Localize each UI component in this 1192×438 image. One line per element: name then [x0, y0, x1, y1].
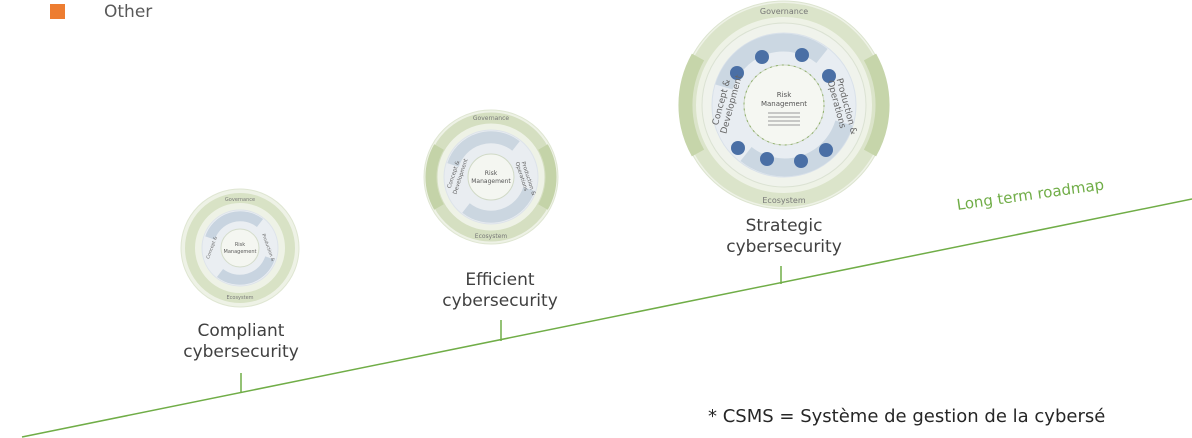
wheel-compliant-bottom: Ecosystem — [226, 295, 253, 301]
maturity-wheel-compliant: Risk Management Governance Ecosystem Con… — [180, 188, 300, 308]
wheel-compliant-center-2: Management — [224, 249, 257, 255]
wheel-strategic-top: Governance — [760, 7, 808, 16]
wheel-compliant-center-1: Risk — [235, 242, 245, 248]
roadmap-line — [21, 198, 1192, 438]
wheel-strategic-center-1: Risk — [777, 91, 792, 99]
wheel-efficient-top: Governance — [473, 115, 510, 122]
wheel-efficient-center-1: Risk — [485, 170, 498, 177]
process-icon-8 — [819, 143, 833, 157]
process-icon-6 — [760, 152, 774, 166]
process-icon-4 — [730, 66, 744, 80]
caption-compliant-line1: Compliant — [197, 321, 285, 341]
wheel-strategic-center-2: Management — [761, 100, 807, 108]
caption-efficient-line2: cybersecurity — [442, 291, 558, 311]
legend-swatch — [50, 4, 65, 19]
footnote: * CSMS = Système de gestion de la cybers… — [708, 406, 1106, 427]
wheel-compliant-top: Governance — [225, 197, 255, 203]
maturity-wheel-efficient: Risk Management Governance Ecosystem Con… — [423, 109, 559, 245]
wheel-strategic-bottom: Ecosystem — [762, 196, 805, 205]
maturity-wheel-strategic: Risk Management Governance Ecosystem Con… — [678, 0, 890, 210]
caption-strategic-line2: cybersecurity — [726, 237, 842, 257]
caption-compliant: Compliant cybersecurity — [175, 321, 307, 363]
caption-strategic-line1: Strategic — [745, 216, 823, 236]
process-icon-3 — [822, 69, 836, 83]
wheel-efficient-bottom: Ecosystem — [475, 233, 508, 240]
process-icon-2 — [795, 48, 809, 62]
caption-efficient: Efficient cybersecurity — [428, 270, 572, 312]
process-icon-5 — [731, 141, 745, 155]
wheel-efficient-center-2: Management — [471, 178, 511, 185]
caption-compliant-line2: cybersecurity — [183, 342, 299, 362]
process-icon-7 — [794, 154, 808, 168]
caption-efficient-line1: Efficient — [465, 270, 535, 290]
process-icon-1 — [755, 50, 769, 64]
caption-strategic: Strategic cybersecurity — [716, 216, 852, 258]
legend: Other — [50, 2, 152, 22]
legend-label: Other — [104, 2, 153, 22]
